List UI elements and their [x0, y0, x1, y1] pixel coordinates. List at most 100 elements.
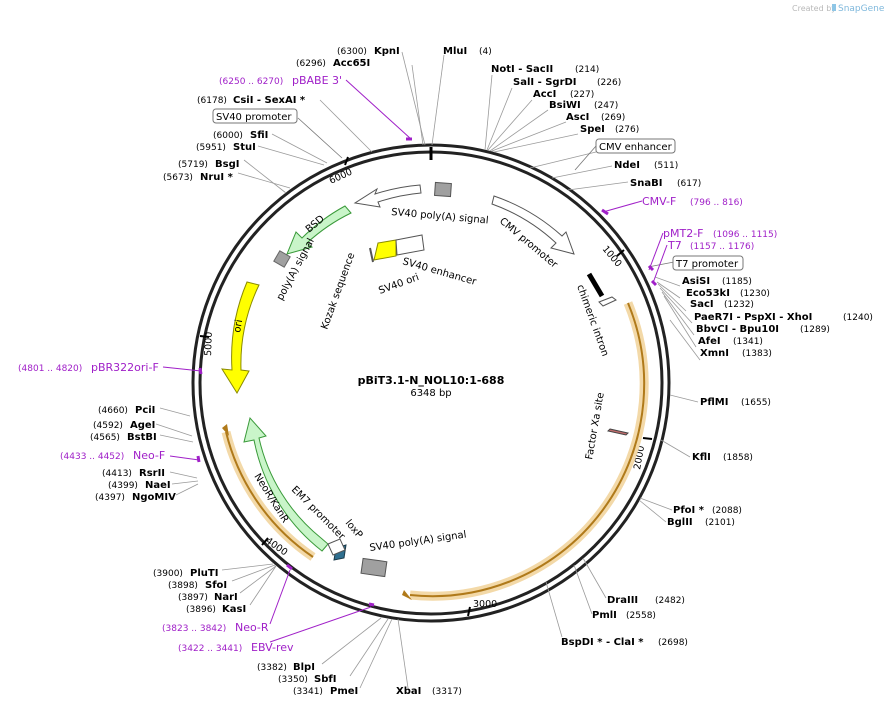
svg-text:pBR322ori-F: pBR322ori-F	[91, 361, 159, 374]
site-stuI[interactable]: StuI	[233, 142, 256, 153]
site-narI[interactable]: NarI	[214, 592, 238, 603]
svg-text:(3897): (3897)	[178, 593, 208, 603]
site-asiSI[interactable]: AsiSI	[682, 276, 710, 287]
svg-text:(1230): (1230)	[740, 289, 770, 299]
svg-text:StuI: StuI	[233, 142, 256, 153]
primer-t7[interactable]: T7	[667, 239, 682, 252]
svg-text:(1655): (1655)	[741, 398, 771, 408]
svg-text:SV40 promoter: SV40 promoter	[216, 112, 292, 123]
sv40-enhancer-feature	[373, 239, 397, 261]
svg-text:(1157 .. 1176): (1157 .. 1176)	[690, 242, 754, 252]
svg-text:(5673): (5673)	[163, 173, 193, 183]
svg-text:AccI: AccI	[533, 89, 556, 100]
svg-text:Neo-R: Neo-R	[235, 621, 269, 634]
svg-text:(3350): (3350)	[278, 675, 308, 685]
site-speI[interactable]: SpeI	[580, 124, 605, 135]
site-xmnI[interactable]: XmnI	[700, 348, 729, 359]
svg-text:BbvCI - Bpu10I: BbvCI - Bpu10I	[696, 324, 779, 335]
primer-pbr322ori-f[interactable]: pBR322ori-F	[91, 361, 159, 374]
svg-text:XmnI: XmnI	[700, 348, 729, 359]
site-xbaI[interactable]: XbaI	[396, 686, 421, 697]
site-naeI[interactable]: NaeI	[145, 480, 171, 491]
site-nruI[interactable]: NruI *	[200, 172, 234, 183]
site-bbvCI-bpu10I[interactable]: BbvCI - Bpu10I	[696, 324, 779, 335]
svg-text:(3422 .. 3441): (3422 .. 3441)	[178, 644, 242, 654]
site-notI-sacII[interactable]: NotI - SacII	[491, 64, 553, 75]
site-ascI[interactable]: AscI	[566, 112, 589, 123]
svg-text:(5719): (5719)	[178, 160, 208, 170]
site-pmlI[interactable]: PmlI	[592, 610, 617, 621]
site-bsiWI[interactable]: BsiWI	[549, 100, 581, 111]
svg-text:(6178): (6178)	[197, 96, 227, 106]
svg-text:Eco53kI: Eco53kI	[686, 288, 730, 299]
site-bspDI-claI[interactable]: BspDI * - ClaI *	[561, 637, 644, 648]
tick-marks	[199, 156, 653, 617]
site-afeI[interactable]: AfeI	[698, 336, 721, 347]
site-salI-sgrDI[interactable]: SalI - SgrDI	[513, 77, 577, 88]
site-sacI[interactable]: SacI	[690, 299, 714, 310]
boxed-feature-cmv-enhancer[interactable]: CMV enhancer	[595, 138, 676, 154]
primer-ebv-rev[interactable]: EBV-rev	[251, 641, 294, 654]
site-csiI-sexAI[interactable]: CsiI - SexAI *	[233, 95, 306, 106]
site-sfoI[interactable]: SfoI	[205, 580, 227, 591]
site-kasI[interactable]: KasI	[222, 604, 246, 615]
neor-kanr-feature	[243, 416, 329, 552]
svg-text:(1858): (1858)	[723, 453, 753, 463]
svg-text:(6250 .. 6270): (6250 .. 6270)	[219, 77, 283, 87]
primer-neo-r[interactable]: Neo-R	[235, 621, 269, 634]
svg-text:(4399): (4399)	[108, 481, 138, 491]
sv40-ori-feature	[395, 234, 425, 256]
sv40-polya-top-feature	[353, 184, 422, 208]
site-accI[interactable]: AccI	[533, 89, 556, 100]
boxed-feature-sv40-promoter[interactable]: SV40 promoter	[212, 108, 298, 124]
svg-text:(1383): (1383)	[742, 349, 772, 359]
site-eco53kI[interactable]: Eco53kI	[686, 288, 730, 299]
site-blpI[interactable]: BlpI	[293, 662, 315, 673]
primer-cmv-f[interactable]: CMV-F	[642, 195, 676, 208]
cmv-promoter-label: CMV promoter	[497, 216, 560, 271]
site-bsgI[interactable]: BsgI	[215, 159, 239, 170]
svg-text:SfiI: SfiI	[250, 130, 268, 141]
svg-text:(617): (617)	[677, 179, 701, 189]
site-ndeI[interactable]: NdeI	[614, 160, 640, 171]
primer-pmt2-f[interactable]: pMT2-F	[663, 227, 704, 240]
primer-pbabe-3[interactable]: pBABE 3'	[292, 74, 342, 87]
svg-text:BsiWI: BsiWI	[549, 100, 581, 111]
site-ngoMIV[interactable]: NgoMIV	[132, 492, 176, 503]
site-pmeI[interactable]: PmeI	[330, 686, 358, 697]
site-kpnI[interactable]: KpnI	[374, 46, 400, 57]
site-acc65I[interactable]: Acc65I	[333, 58, 370, 69]
svg-text:CMV enhancer: CMV enhancer	[599, 142, 673, 153]
site-snaBI[interactable]: SnaBI	[630, 178, 662, 189]
site-bstBI[interactable]: BstBI	[127, 432, 157, 443]
site-paeR7I-pspXI-xhoI[interactable]: PaeR7I - PspXI - XhoI	[694, 312, 812, 323]
site-pciI[interactable]: PciI	[135, 405, 155, 416]
site-sbfI[interactable]: SbfI	[314, 674, 336, 685]
tick-label-6000: 6000	[328, 167, 355, 187]
primer-neo-f[interactable]: Neo-F	[133, 449, 165, 462]
svg-text:BspDI * - ClaI *: BspDI * - ClaI *	[561, 637, 644, 648]
svg-text:NarI: NarI	[214, 592, 238, 603]
backbone-outer	[191, 143, 671, 623]
svg-text:SbfI: SbfI	[314, 674, 336, 685]
site-kflI[interactable]: KflI	[692, 452, 711, 463]
boxed-feature-t7-promoter[interactable]: T7 promoter	[672, 255, 744, 271]
kozak-mark	[369, 247, 374, 263]
svg-text:(4592): (4592)	[93, 421, 123, 431]
site-mluI[interactable]: MluI	[443, 46, 467, 57]
site-bglII[interactable]: BglII	[667, 517, 693, 528]
svg-text:(3382): (3382)	[257, 663, 287, 673]
site-ageI[interactable]: AgeI	[130, 420, 155, 431]
svg-text:AgeI: AgeI	[130, 420, 155, 431]
site-pluTI[interactable]: PluTI	[190, 568, 218, 579]
site-rsrII[interactable]: RsrII	[139, 468, 165, 479]
svg-text:(227): (227)	[570, 90, 594, 100]
site-sfiI[interactable]: SfiI	[250, 130, 268, 141]
chimeric-intron-label: chimeric intron	[574, 283, 610, 358]
svg-text:(1185): (1185)	[722, 277, 752, 287]
site-pflMI[interactable]: PflMI	[700, 397, 728, 408]
svg-text:(2558): (2558)	[626, 611, 656, 621]
site-draIII[interactable]: DraIII	[607, 595, 638, 606]
site-pfoI[interactable]: PfoI *	[673, 505, 705, 516]
svg-text:(4565): (4565)	[90, 433, 120, 443]
